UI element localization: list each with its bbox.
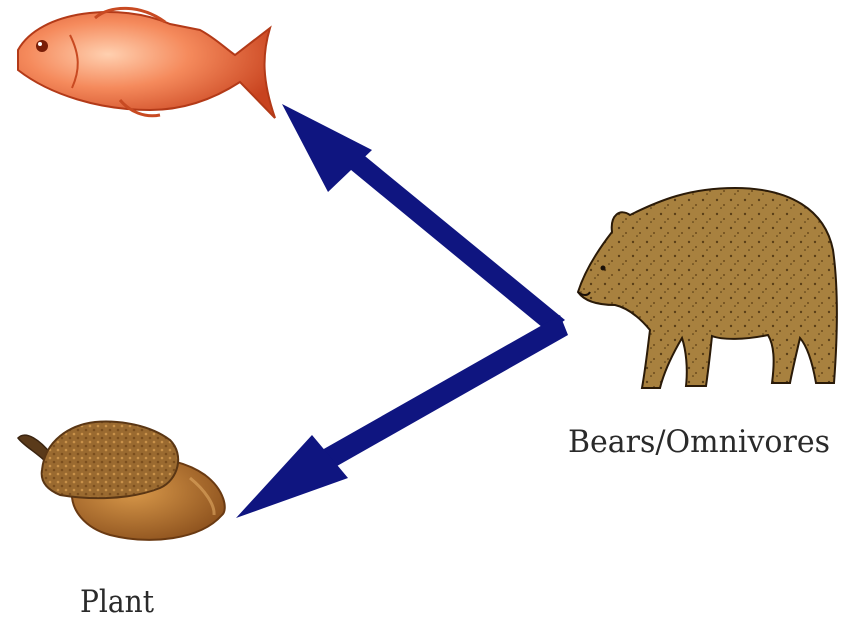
fish-icon [18, 8, 275, 118]
acorn-icon [18, 422, 225, 540]
bear-icon [578, 188, 837, 388]
bear-label: Bears/Omnivores [568, 424, 830, 460]
arrow-bear-to-plant [236, 315, 568, 518]
arrow-bear-to-fish [282, 104, 565, 332]
plant-label: Plant [80, 584, 154, 618]
